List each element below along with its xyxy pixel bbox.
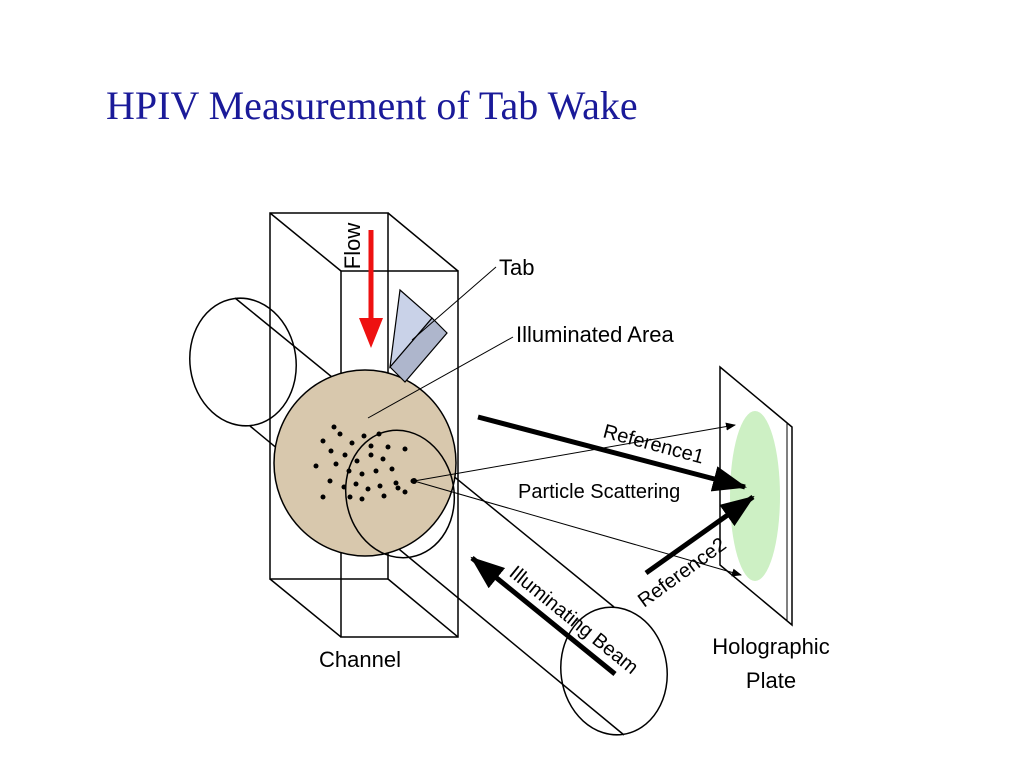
slide-title: HPIV Measurement of Tab Wake [106,83,638,128]
scattering-particle [411,478,417,484]
illuminating-beam-arrow [470,556,617,676]
tab-shape [389,288,448,383]
beam-exit-end [560,606,668,736]
tab-leader-line [411,266,497,341]
hologram-spot [730,411,780,581]
tab-label: Tab [499,255,534,280]
illuminating-beam-label: Illuminating Beam [505,562,642,679]
illuminated-area-leader-line [367,336,514,419]
reference1-arrow [477,414,747,492]
scattering-rays [413,422,742,577]
illuminated-area-disc [273,369,457,557]
beam-entry-end [189,297,297,427]
illuminated-area [273,369,457,559]
illuminated-area-label: Illuminated Area [516,322,675,347]
particle-scattering-label: Particle Scattering [518,481,680,503]
flow-label: Flow [340,223,365,270]
holographic-plate-label-line1: Holographic [712,634,829,659]
holographic-plate [719,365,793,627]
channel-box [269,212,459,638]
flow-arrow [359,230,383,348]
bold-arrows [470,414,755,676]
channel-label: Channel [319,647,401,672]
illuminated-area-inner-ellipse [344,429,456,559]
reference2-arrow [644,494,755,576]
particles [313,424,416,502]
holographic-plate-label-line2: Plate [746,668,796,693]
